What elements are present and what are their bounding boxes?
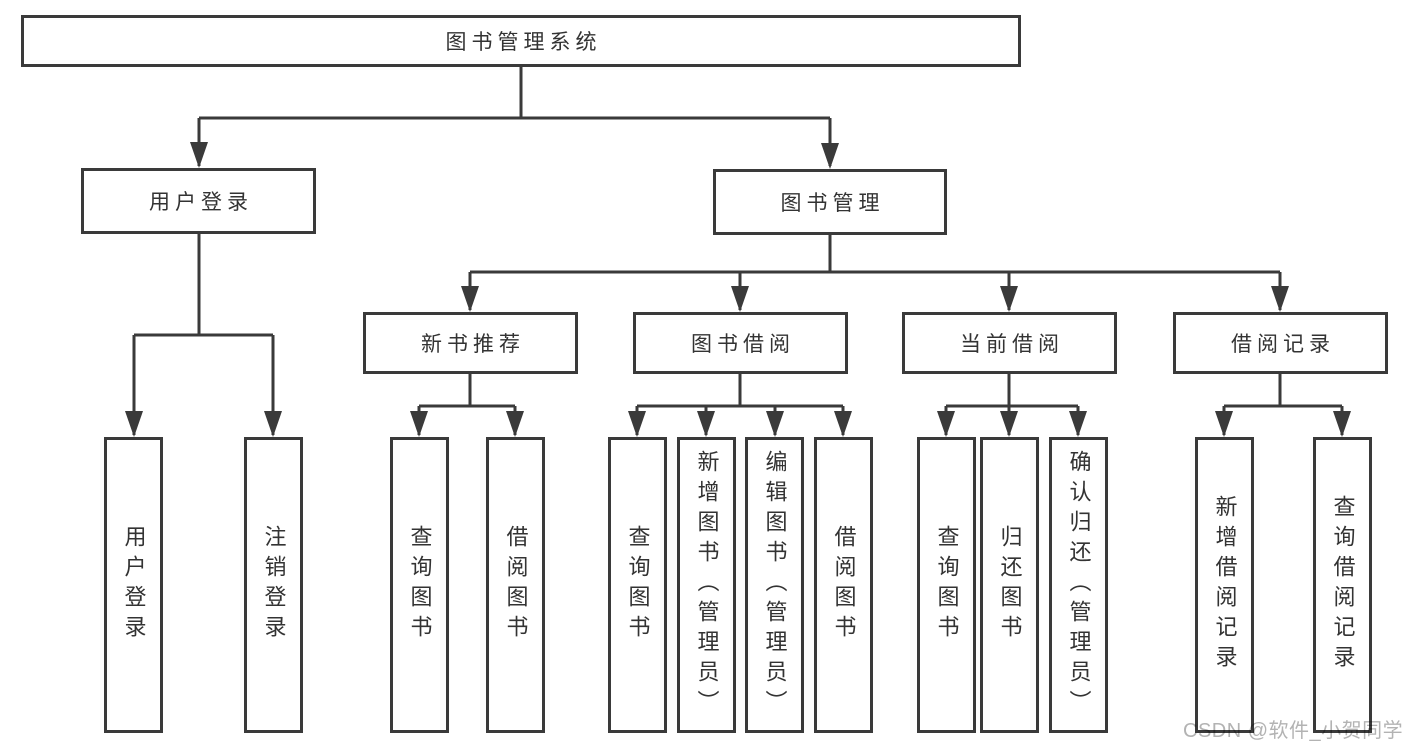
leaf-add-borrow-record: 新增借阅记录 <box>1195 437 1254 733</box>
leaf-borrow-books-1-label: 借阅图书 <box>503 525 529 645</box>
leaf-return-book: 归还图书 <box>980 437 1039 733</box>
leaf-borrow-books-1: 借阅图书 <box>486 437 545 733</box>
node-new-book-recommend: 新书推荐 <box>363 312 578 374</box>
leaf-user-login-label: 用户登录 <box>121 525 147 645</box>
leaf-add-borrow-record-label: 新增借阅记录 <box>1212 495 1238 675</box>
leaf-logout-label: 注销登录 <box>261 525 287 645</box>
node-book-borrow-label: 图书借阅 <box>691 333 795 356</box>
leaf-query-borrow-record-label: 查询借阅记录 <box>1330 495 1356 675</box>
leaf-query-books-2-label: 查询图书 <box>625 525 651 645</box>
leaf-query-books-3-label: 查询图书 <box>934 525 960 645</box>
leaf-edit-book-admin: 编辑图书（管理员） <box>745 437 804 733</box>
leaf-query-books-1: 查询图书 <box>390 437 449 733</box>
leaf-logout: 注销登录 <box>244 437 303 733</box>
leaf-query-books-2: 查询图书 <box>608 437 667 733</box>
node-book-borrow: 图书借阅 <box>633 312 848 374</box>
node-new-book-recommend-label: 新书推荐 <box>421 333 525 356</box>
leaf-borrow-books-2-label: 借阅图书 <box>831 525 857 645</box>
node-root: 图书管理系统 <box>21 15 1021 67</box>
node-borrow-records: 借阅记录 <box>1173 312 1388 374</box>
leaf-add-book-admin-label: 新增图书（管理员） <box>694 450 720 720</box>
leaf-query-borrow-record: 查询借阅记录 <box>1313 437 1372 733</box>
node-book-management: 图书管理 <box>713 169 947 235</box>
node-root-label: 图书管理系统 <box>445 31 602 54</box>
arrowheads <box>125 142 1351 437</box>
leaf-confirm-return-admin: 确认归还（管理员） <box>1049 437 1108 733</box>
node-book-management-label: 图书管理 <box>780 192 885 215</box>
node-current-borrow: 当前借阅 <box>902 312 1117 374</box>
leaf-user-login: 用户登录 <box>104 437 163 733</box>
node-current-borrow-label: 当前借阅 <box>960 333 1064 356</box>
node-borrow-records-label: 借阅记录 <box>1231 333 1335 356</box>
leaf-return-book-label: 归还图书 <box>997 525 1023 645</box>
leaf-edit-book-admin-label: 编辑图书（管理员） <box>762 450 788 720</box>
leaf-confirm-return-admin-label: 确认归还（管理员） <box>1066 450 1092 720</box>
node-user-login-label: 用户登录 <box>149 191 253 214</box>
csdn-watermark: CSDN @软件_小贺同学 <box>1183 720 1404 742</box>
node-user-login: 用户登录 <box>81 168 316 234</box>
leaf-borrow-books-2: 借阅图书 <box>814 437 873 733</box>
leaf-query-books-3: 查询图书 <box>917 437 976 733</box>
leaf-query-books-1-label: 查询图书 <box>407 525 433 645</box>
leaf-add-book-admin: 新增图书（管理员） <box>677 437 736 733</box>
